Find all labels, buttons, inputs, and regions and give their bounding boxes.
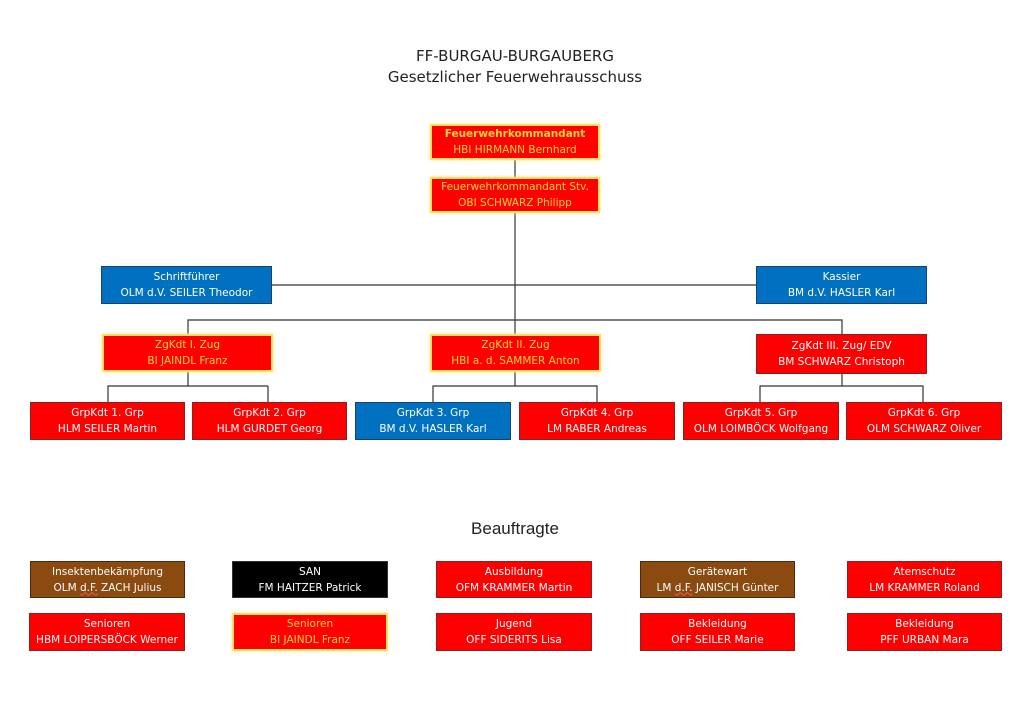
delegate-name: FM HAITZER Patrick [258, 581, 362, 594]
connector-group-6 [842, 385, 924, 402]
commander-role: Feuerwehrkommandant [444, 128, 586, 140]
delegate-name: LM d.F. JANISCH Günter [657, 580, 779, 596]
deputy-box: Feuerwehrkommandant Stv. OBI SCHWARZ Phi… [430, 177, 600, 213]
treasurer-name: BM d.V. HASLER Karl [787, 287, 896, 299]
group-role: GrpKdt 3. Grp [396, 407, 470, 419]
delegate-role: Bekleidung [688, 618, 747, 630]
delegate-name: OFF SIDERITS Lisa [466, 634, 562, 646]
platoon-role: ZgKdt II. Zug [481, 339, 550, 351]
delegate-insektenbekaempfung-box: Insektenbekämpfung OLM d.F. ZACH Julius [30, 561, 185, 598]
group-role: GrpKdt 4. Grp [560, 407, 634, 419]
deputy-name: OBI SCHWARZ Philipp [458, 197, 572, 209]
delegate-name: PFF URBAN Mara [880, 634, 969, 646]
secretary-name: OLM d.V. SEILER Theodor [120, 287, 253, 299]
commander-box: Feuerwehrkommandant HBI HIRMANN Bernhard [430, 124, 600, 160]
group-role: GrpKdt 5. Grp [724, 407, 798, 419]
group-name: HLM SEILER Martin [57, 423, 158, 435]
platoon-role: ZgKdt III. Zug/ EDV [791, 340, 892, 352]
connector-group-bracket-3 [759, 374, 843, 402]
delegate-name: OFF SEILER Marie [671, 634, 764, 646]
delegate-ausbildung-box: Ausbildung OFM KRAMMER Martin [436, 561, 592, 598]
platoon-1-box: ZgKdt I. Zug BI JAINDL Franz [102, 334, 273, 372]
delegate-jugend-box: Jugend OFF SIDERITS Lisa [436, 613, 592, 651]
name-suffix: JANISCH Günter [695, 581, 779, 594]
delegate-bekleidung-1-box: Bekleidung OFF SEILER Marie [640, 613, 795, 651]
name-prefix: OLM [53, 581, 77, 594]
spellcheck-marked-text: d.F. [674, 581, 693, 594]
group-name: OLM SCHWARZ Oliver [866, 423, 982, 435]
platoon-name: BI JAINDL Franz [147, 355, 228, 367]
secretary-box: Schriftführer OLM d.V. SEILER Theodor [101, 266, 272, 304]
name-suffix: ZACH Julius [101, 581, 162, 594]
delegate-san-box: SAN FM HAITZER Patrick [232, 561, 388, 598]
delegate-name: OFM KRAMMER Martin [455, 581, 573, 594]
delegate-name: HBM LOIPERSBÖCK Werner [36, 634, 178, 646]
deputy-role: Feuerwehrkommandant Stv. [441, 181, 589, 193]
platoon-name: BM SCHWARZ Christoph [778, 356, 905, 368]
delegate-role: Senioren [286, 618, 334, 630]
group-4-box: GrpKdt 4. Grp LM RABER Andreas [519, 402, 675, 440]
org-title: FF-BURGAU-BURGAUBERG [416, 47, 614, 65]
connector-group-4 [515, 385, 598, 402]
commander-name: HBI HIRMANN Bernhard [453, 144, 577, 156]
group-2-box: GrpKdt 2. Grp HLM GURDET Georg [192, 402, 347, 440]
group-name: BM d.V. HASLER Karl [379, 423, 487, 435]
treasurer-role: Kassier [822, 271, 861, 283]
delegate-name: OLM d.F. ZACH Julius [53, 580, 161, 596]
delegate-senioren-2-box: Senioren BI JAINDL Franz [232, 613, 388, 651]
connector-platoon-bracket [187, 319, 843, 334]
group-1-box: GrpKdt 1. Grp HLM SEILER Martin [30, 402, 185, 440]
group-role: GrpKdt 2. Grp [233, 407, 306, 419]
connector-group-bracket-1 [107, 372, 189, 402]
delegate-name: LM KRAMMER Roland [869, 581, 980, 594]
delegate-role: Ausbildung [484, 565, 544, 578]
platoon-role: ZgKdt I. Zug [154, 339, 221, 351]
delegates-heading: Beauftragte [471, 519, 559, 538]
delegate-role: Jugend [495, 618, 533, 630]
group-5-box: GrpKdt 5. Grp OLM LOIMBÖCK Wolfgang [683, 402, 839, 440]
secretary-role: Schriftführer [153, 271, 220, 283]
delegate-role: Atemschutz [893, 565, 956, 578]
delegate-atemschutz-box: Atemschutz LM KRAMMER Roland [847, 561, 1002, 598]
delegate-bekleidung-2-box: Bekleidung PFF URBAN Mara [847, 613, 1002, 651]
org-subtitle: Gesetzlicher Feuerwehrausschuss [387, 68, 643, 86]
platoon-2-box: ZgKdt II. Zug HBI a. d. SAMMER Anton [430, 334, 601, 372]
delegate-name: BI JAINDL Franz [269, 634, 351, 646]
delegate-role: Senioren [83, 618, 131, 630]
delegate-role: SAN [299, 565, 321, 578]
group-3-box: GrpKdt 3. Grp BM d.V. HASLER Karl [355, 402, 511, 440]
platoon-3-box: ZgKdt III. Zug/ EDV BM SCHWARZ Christoph [756, 334, 927, 374]
treasurer-box: Kassier BM d.V. HASLER Karl [756, 266, 927, 304]
delegate-role: Gerätewart [687, 565, 748, 578]
delegate-role: Bekleidung [895, 618, 954, 630]
platoon-name: HBI a. d. SAMMER Anton [451, 355, 580, 367]
delegate-geraetewart-box: Gerätewart LM d.F. JANISCH Günter [640, 561, 795, 598]
group-role: GrpKdt 1. Grp [71, 407, 144, 419]
delegate-senioren-1-box: Senioren HBM LOIPERSBÖCK Werner [29, 613, 185, 651]
spellcheck-marked-text: d.F. [80, 581, 98, 594]
group-name: LM RABER Andreas [547, 423, 647, 435]
group-name: OLM LOIMBÖCK Wolfgang [693, 423, 829, 435]
connector-group-bracket-2 [432, 372, 516, 402]
name-prefix: LM [656, 581, 672, 594]
group-6-box: GrpKdt 6. Grp OLM SCHWARZ Oliver [846, 402, 1002, 440]
group-role: GrpKdt 6. Grp [887, 407, 961, 419]
delegate-role: Insektenbekämpfung [51, 565, 163, 578]
group-name: HLM GURDET Georg [216, 423, 323, 435]
